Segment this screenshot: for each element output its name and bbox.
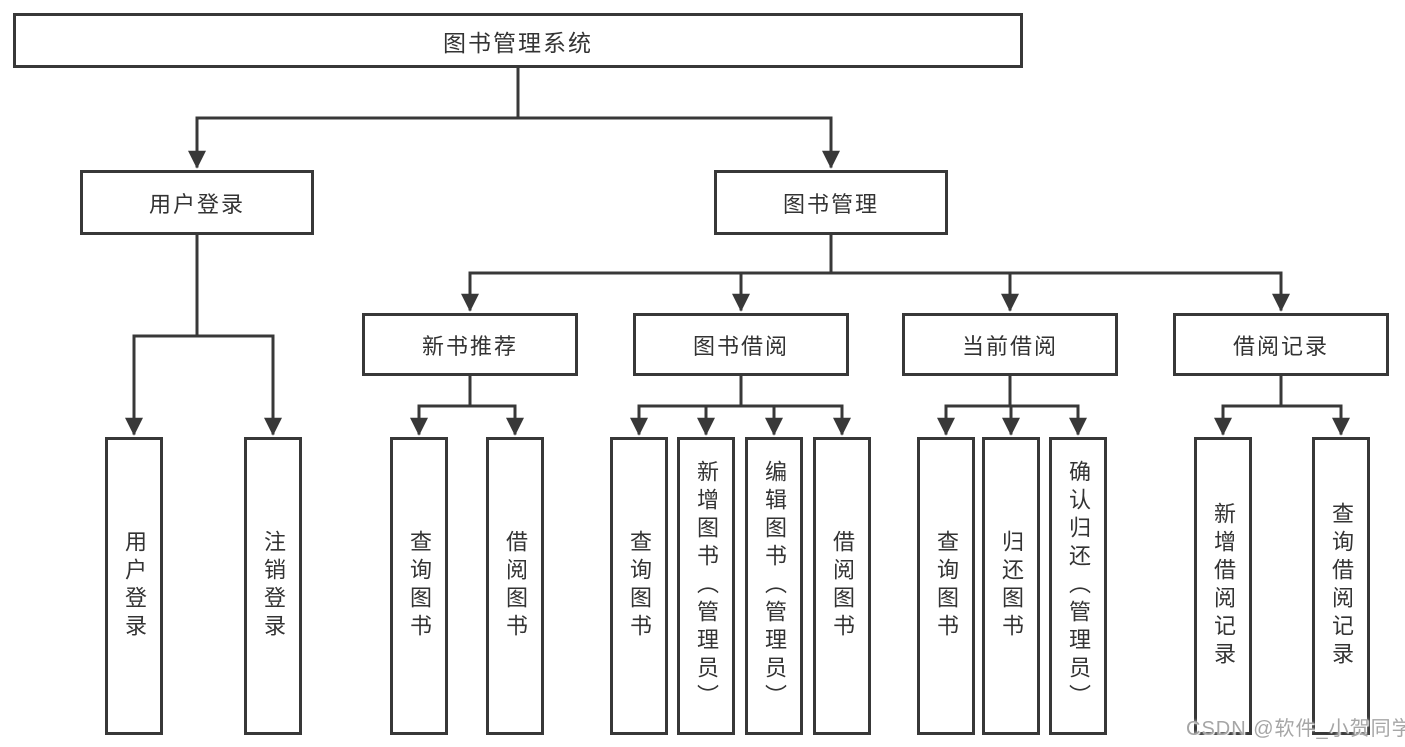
csdn-watermark: CSDN @软件_小贺同学 xyxy=(1186,718,1405,740)
leaf-query-books-1: 查询图书 xyxy=(390,437,448,735)
leaf-add-borrow-record: 新增借阅记录 xyxy=(1194,437,1252,735)
node-book-borrowing: 图书借阅 xyxy=(633,313,849,376)
leaf-user-login: 用户登录 xyxy=(105,437,163,735)
leaf-borrow-books-2: 借阅图书 xyxy=(813,437,871,735)
leaf-logout: 注销登录 xyxy=(244,437,302,735)
node-user-login: 用户登录 xyxy=(80,170,314,235)
node-new-book-recommendation: 新书推荐 xyxy=(362,313,578,376)
leaf-return-books: 归还图书 xyxy=(982,437,1040,735)
node-library-management-system: 图书管理系统 xyxy=(13,13,1023,68)
leaf-borrow-books-1: 借阅图书 xyxy=(486,437,544,735)
node-book-management: 图书管理 xyxy=(714,170,948,235)
leaf-edit-book-admin: 编辑图书（管理员） xyxy=(745,437,803,735)
node-borrowing-records: 借阅记录 xyxy=(1173,313,1389,376)
leaf-confirm-return-admin: 确认归还（管理员） xyxy=(1049,437,1107,735)
leaf-query-books-2: 查询图书 xyxy=(610,437,668,735)
leaf-query-borrow-record: 查询借阅记录 xyxy=(1312,437,1370,735)
leaf-query-books-3: 查询图书 xyxy=(917,437,975,735)
leaf-add-book-admin: 新增图书（管理员） xyxy=(677,437,735,735)
node-current-borrowing: 当前借阅 xyxy=(902,313,1118,376)
